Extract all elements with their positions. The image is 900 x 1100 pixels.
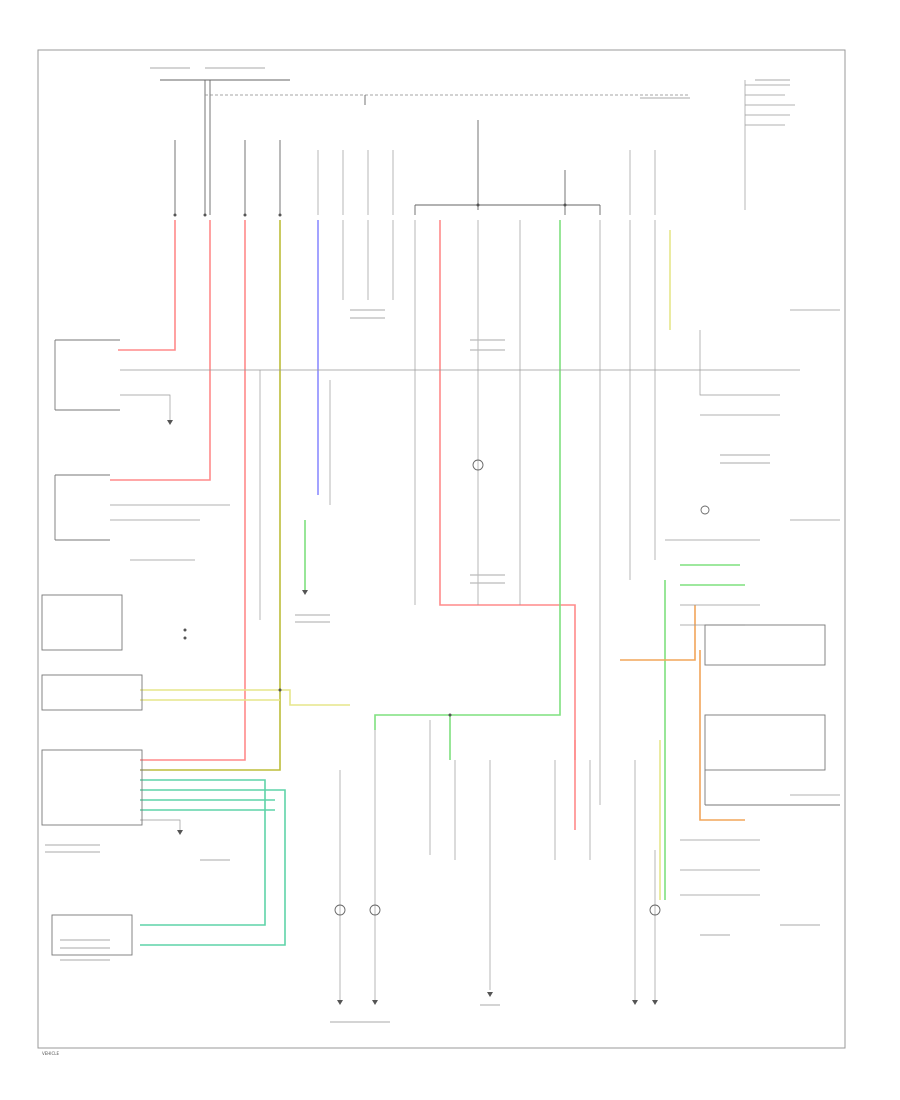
yellow-wires <box>140 220 671 900</box>
orange-wires <box>620 605 745 821</box>
teal-wires <box>140 779 286 946</box>
component-boxes <box>41 309 840 956</box>
green-wires <box>304 220 745 900</box>
ground-symbols <box>167 420 658 1005</box>
diagram-border <box>37 49 846 1049</box>
top-right-note <box>744 80 795 210</box>
power-distribution-section <box>160 79 690 215</box>
gray-wires <box>110 220 800 1000</box>
red-wires <box>110 220 576 830</box>
junction-dots <box>173 203 567 717</box>
lamp-symbols <box>334 459 710 916</box>
footer-label: VEHICLE <box>42 1051 59 1056</box>
fine-print-marks <box>45 67 820 1023</box>
